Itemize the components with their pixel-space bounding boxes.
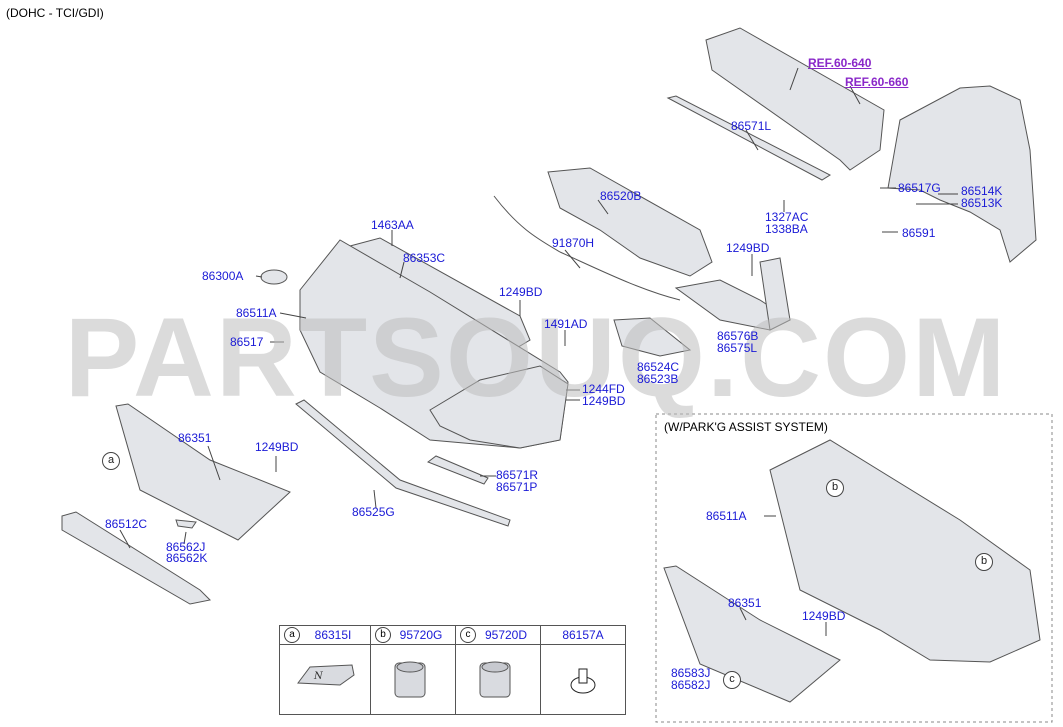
part-label[interactable]: 1249BD bbox=[255, 440, 299, 454]
part-label[interactable]: 86351 bbox=[178, 431, 212, 445]
bracket-arm bbox=[759, 257, 791, 331]
part-label[interactable]: 1249BD bbox=[802, 609, 846, 623]
inset-bumper bbox=[769, 439, 1041, 663]
part-label[interactable]: 1249BD bbox=[582, 394, 626, 408]
part-label[interactable]: 86575L bbox=[717, 341, 758, 355]
ref-link-60-660[interactable]: REF.60-660 bbox=[845, 75, 909, 89]
part-label[interactable]: 86571P bbox=[496, 480, 538, 494]
legend-table: a 86315I b 95720G c 95720D 86157A N bbox=[279, 625, 626, 715]
legend-part[interactable]: 95720D bbox=[484, 628, 528, 642]
part-label[interactable]: 1338BA bbox=[765, 222, 808, 236]
part-label[interactable]: 86571L bbox=[731, 119, 772, 133]
legend-part[interactable]: 86157A bbox=[562, 628, 604, 642]
part-label[interactable]: 1249BD bbox=[499, 285, 543, 299]
strip-86571L bbox=[666, 95, 832, 181]
legend-image-95720G bbox=[370, 644, 456, 715]
part-label[interactable]: 86300A bbox=[202, 269, 244, 283]
legend-circle: c bbox=[460, 627, 476, 643]
part-label[interactable]: 86523B bbox=[637, 372, 679, 386]
callout-circle-b: b bbox=[826, 479, 844, 497]
inset-grille bbox=[663, 565, 841, 703]
part-label[interactable]: 86582J bbox=[671, 678, 711, 692]
part-label[interactable]: 86517G bbox=[898, 181, 941, 195]
legend-part[interactable]: 95720G bbox=[399, 628, 443, 642]
legend-image-95720D bbox=[455, 644, 541, 715]
callout-circle-b: b bbox=[975, 553, 993, 571]
part-label[interactable]: 86571R bbox=[496, 468, 539, 482]
part-label[interactable]: 86512C bbox=[105, 517, 148, 531]
part-label[interactable]: 86351 bbox=[728, 596, 762, 610]
part-label[interactable]: 86576B bbox=[717, 329, 759, 343]
callout-circle-a: a bbox=[102, 452, 120, 470]
part-label[interactable]: 86591 bbox=[902, 226, 936, 240]
part-label[interactable]: 86514K bbox=[961, 184, 1003, 198]
part-label[interactable]: 1463AA bbox=[371, 218, 414, 232]
wiring-91870H bbox=[493, 195, 681, 301]
part-label[interactable]: 86562K bbox=[166, 551, 208, 565]
strip-86571R bbox=[426, 455, 489, 485]
bracket-86524C bbox=[613, 317, 692, 357]
garnish-86512C bbox=[61, 511, 212, 605]
legend-circle: b bbox=[375, 627, 391, 643]
inset-frame bbox=[655, 413, 1053, 723]
part-label[interactable]: 91870H bbox=[552, 236, 595, 250]
engine-header: (DOHC - TCI/GDI) bbox=[6, 6, 104, 20]
inset-title: (W/PARK'G ASSIST SYSTEM) bbox=[664, 420, 828, 434]
part-label[interactable]: 86511A bbox=[706, 509, 747, 523]
part-label[interactable]: 86562J bbox=[166, 540, 206, 554]
clip-86562J bbox=[175, 519, 197, 529]
ref-link-60-640[interactable]: REF.60-640 bbox=[808, 56, 872, 70]
callout-circle-c: c bbox=[723, 671, 741, 689]
grille-86351 bbox=[115, 403, 291, 541]
lip-86525G bbox=[295, 399, 511, 527]
part-label[interactable]: 86517 bbox=[230, 335, 264, 349]
part-label[interactable]: 1244FD bbox=[582, 382, 625, 396]
legend-part[interactable]: 86315I bbox=[314, 628, 352, 642]
part-label[interactable]: 86511A bbox=[236, 306, 277, 320]
part-label[interactable]: 86520B bbox=[600, 189, 642, 203]
part-label[interactable]: 86525G bbox=[352, 505, 395, 519]
part-label[interactable]: 86583J bbox=[671, 666, 711, 680]
legend-image-86157A bbox=[540, 644, 626, 715]
absorber-86520B bbox=[547, 167, 713, 277]
bumper-beam bbox=[705, 27, 885, 171]
fender bbox=[887, 85, 1037, 263]
legend-circle: a bbox=[284, 627, 300, 643]
part-label[interactable]: 1249BD bbox=[726, 241, 770, 255]
svg-text:N: N bbox=[313, 671, 324, 682]
part-label[interactable]: 86513K bbox=[961, 196, 1003, 210]
legend-image-86315I: N bbox=[279, 644, 371, 715]
part-label[interactable]: 1327AC bbox=[765, 210, 809, 224]
part-label[interactable]: 86353C bbox=[403, 251, 446, 265]
bumper-side bbox=[429, 365, 569, 449]
emblem-86300A bbox=[260, 269, 288, 285]
part-label[interactable]: 1491AD bbox=[544, 317, 588, 331]
part-label[interactable]: 86524C bbox=[637, 360, 680, 374]
